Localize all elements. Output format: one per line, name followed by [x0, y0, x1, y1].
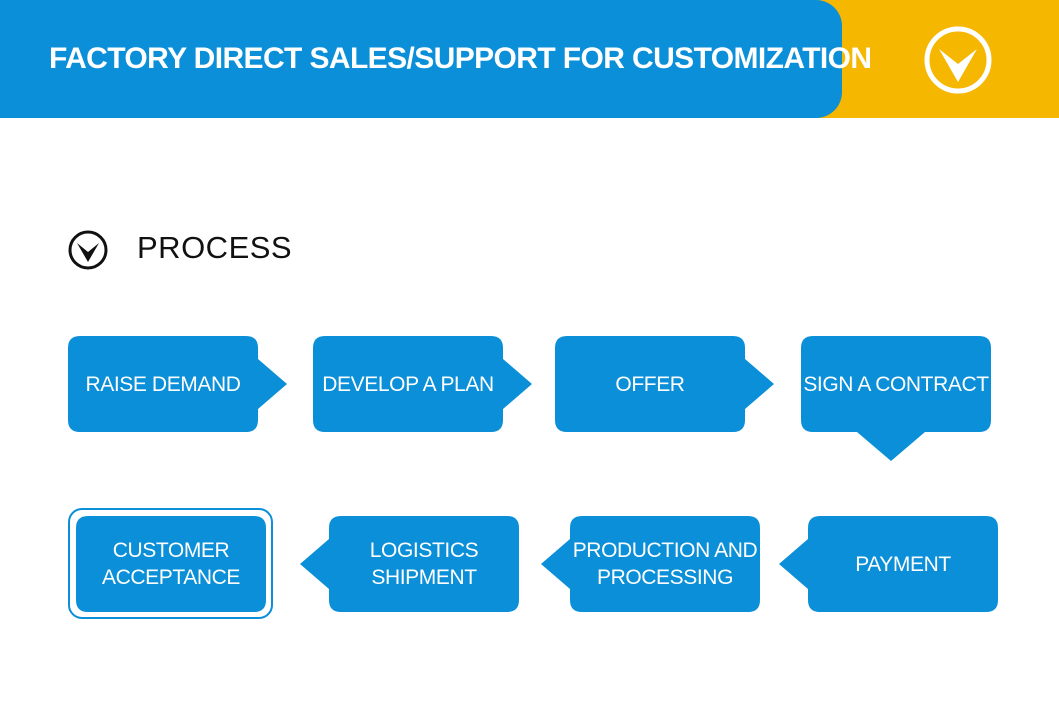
process-step-label: DEVELOP A PLAN [322, 372, 494, 396]
process-step-label: RAISE DEMAND [85, 372, 241, 396]
process-step-label: OFFER [615, 372, 685, 396]
process-step-shape [76, 516, 266, 612]
process-step-shape [801, 336, 991, 461]
process-step-arrow [313, 336, 532, 432]
process-step-arrow [68, 336, 287, 432]
process-step-shape [541, 516, 760, 612]
process-step-label: SIGN A CONTRACT [803, 372, 989, 396]
process-step-shape [779, 516, 998, 612]
process-step-arrow [300, 516, 519, 612]
process-step-label: PAYMENT [855, 552, 951, 576]
section-title: PROCESS [137, 230, 293, 265]
banner-title: FACTORY DIRECT SALES/SUPPORT FOR CUSTOMI… [49, 42, 872, 75]
chevron-down-circle-icon [924, 26, 992, 94]
process-step-label: PRODUCTION AND PROCESSING [572, 539, 758, 589]
process-step-arrow [541, 516, 760, 612]
process-step-arrow [801, 336, 991, 461]
process-step-arrow [76, 516, 266, 612]
process-step-label: LOGISTICS SHIPMENT [369, 539, 479, 589]
process-step-shape [555, 336, 774, 432]
process-step-arrow [555, 336, 774, 432]
process-step-arrow [779, 516, 998, 612]
final-step-frame [68, 508, 273, 619]
process-step-shape [313, 336, 532, 432]
banner: FACTORY DIRECT SALES/SUPPORT FOR CUSTOMI… [0, 0, 872, 118]
process-step-shape [68, 336, 287, 432]
chevron-down-circle-icon [68, 230, 108, 270]
process-step-label: CUSTOMER ACCEPTANCE [102, 539, 240, 589]
process-step-shape [300, 516, 519, 612]
